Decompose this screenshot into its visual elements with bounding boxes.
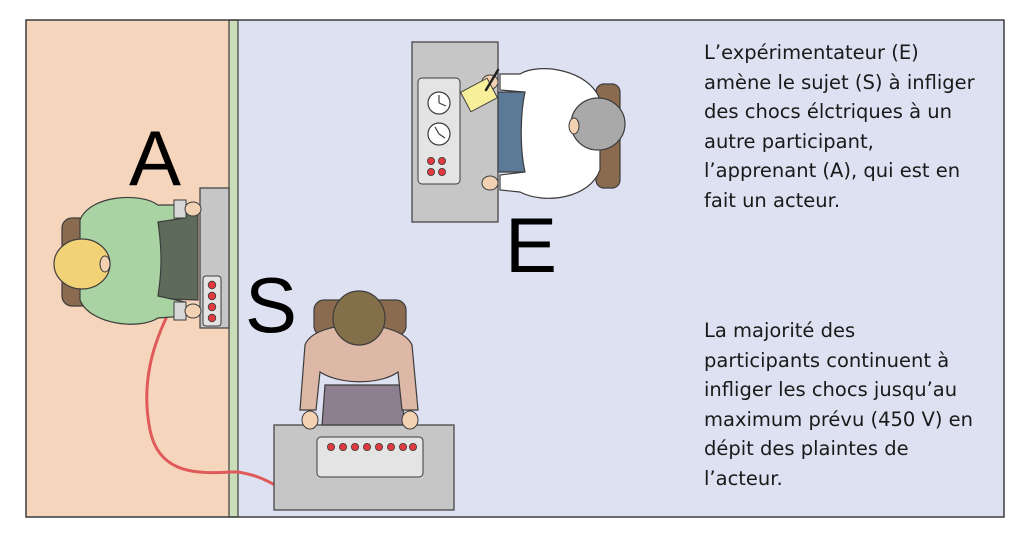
shock-switch: [386, 442, 395, 451]
learner-hand: [184, 303, 202, 319]
learner-panel: [202, 275, 222, 327]
caption-setup: L’expérimentateur (E) amène le sujet (S)…: [704, 41, 975, 212]
experimenter-label: E: [505, 201, 557, 289]
learner-button: [207, 313, 217, 323]
shock-switch: [374, 442, 383, 451]
learner-button: [207, 280, 217, 290]
subject-hand: [401, 410, 419, 430]
clock-icon: [427, 91, 451, 115]
frame: [25, 19, 1005, 518]
learner-hand: [184, 201, 202, 217]
experimenter-hand: [481, 175, 499, 191]
learner-label: A: [129, 114, 181, 202]
shock-switch: [398, 442, 407, 451]
learner-strap: [173, 199, 187, 219]
learner-strap: [173, 301, 187, 321]
experimenter-button: [437, 167, 446, 176]
learner-shirt: [79, 196, 186, 325]
shock-switch: [338, 442, 347, 451]
subject-legs: [321, 384, 406, 426]
subject-head: [332, 290, 386, 346]
experimenter-button: [426, 156, 435, 165]
shock-switch: [408, 442, 417, 451]
subject-label: S: [245, 261, 297, 349]
shock-cable: [145, 308, 277, 487]
subject: [273, 290, 455, 511]
experimenter: [411, 41, 626, 223]
learner-button: [207, 291, 217, 301]
experimenter-button: [437, 156, 446, 165]
shock-switch-row: [326, 442, 417, 451]
experimenter-ear: [568, 117, 580, 135]
experimenter-button: [426, 167, 435, 176]
pen: [484, 68, 500, 92]
shock-switch: [350, 442, 359, 451]
learner-button: [207, 302, 217, 312]
learner-ear: [99, 255, 111, 273]
shock-switch: [362, 442, 371, 451]
clock-icon: [427, 122, 451, 146]
learner: [53, 187, 230, 329]
subject-panel: [316, 436, 424, 478]
shock-switch: [326, 442, 335, 451]
caption-result: La majorité des participants continuent …: [704, 319, 974, 490]
wall: [228, 19, 239, 518]
subject-hand: [301, 410, 319, 430]
experimenter-coat: [499, 68, 601, 199]
